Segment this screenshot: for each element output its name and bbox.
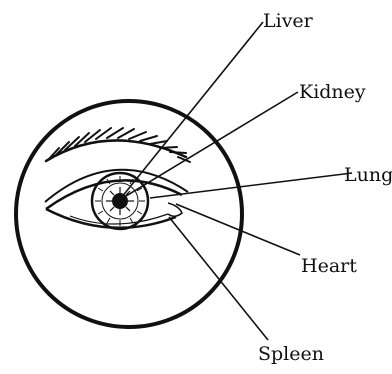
lung-leader — [150, 173, 352, 198]
label-lung: Lung — [344, 164, 392, 186]
eyebrow — [46, 128, 190, 162]
label-heart: Heart — [301, 255, 357, 277]
label-kidney: Kidney — [299, 81, 366, 103]
liver-leader — [117, 22, 263, 203]
label-spleen: Spleen — [258, 343, 324, 365]
pupil — [112, 193, 128, 209]
lower-eyelid — [46, 209, 176, 228]
outer-circle — [16, 101, 242, 327]
leader-lines — [117, 22, 352, 340]
eye — [45, 170, 188, 229]
label-liver: Liver — [263, 10, 314, 32]
